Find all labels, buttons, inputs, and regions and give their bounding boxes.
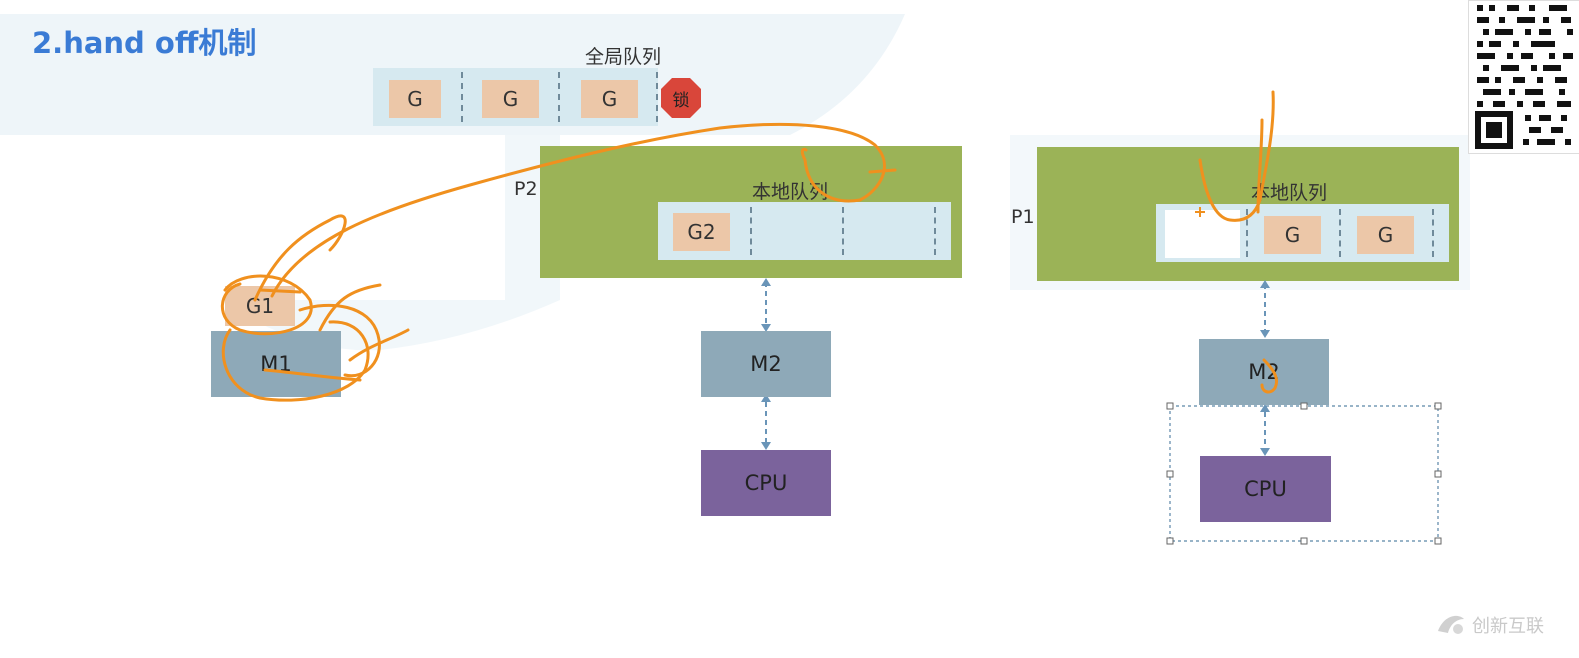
qr-code-icon (1469, 1, 1579, 153)
queue-divider (1246, 209, 1248, 257)
queue-divider (842, 207, 844, 255)
selection-frame (1166, 402, 1442, 545)
cpu-right: CPU (1200, 456, 1331, 522)
p1-label: P1 (1011, 206, 1035, 228)
local-queue-g: G (1264, 216, 1321, 254)
lock-label: 锁 (672, 90, 690, 111)
global-queue-g: G (482, 80, 539, 118)
queue-divider (656, 72, 658, 122)
queue-divider (934, 207, 936, 255)
queue-divider (558, 72, 560, 122)
watermark-text: 创新互联 (1472, 616, 1544, 637)
local-queue-label: 本地队列 (1251, 182, 1328, 204)
lock-octagon-icon (661, 78, 701, 118)
p2-label: P2 (514, 178, 538, 200)
watermark-logo-icon (1438, 615, 1464, 634)
cpu-left: CPU (701, 450, 831, 516)
global-queue-label: 全局队列 (585, 46, 662, 68)
queue-divider (750, 207, 752, 255)
queue-divider (1432, 209, 1434, 257)
global-queue-g: G (581, 80, 638, 118)
slide-title: 2.hand off机制 (32, 26, 257, 60)
local-queue-g2: G2 (673, 213, 730, 251)
p2-m2-cpu-connectors (761, 278, 771, 450)
qr-code (1468, 0, 1579, 154)
machine-m2: M2 (701, 331, 831, 397)
machine-m2-right: M2 (1199, 339, 1329, 405)
local-queue-g: G (1357, 216, 1414, 254)
global-queue-g: G (389, 80, 441, 118)
p1-m2-cpu-connectors (1260, 280, 1270, 456)
local-queue-label: 本地队列 (752, 181, 829, 203)
queue-divider (461, 72, 463, 122)
queue-divider (1339, 209, 1341, 257)
